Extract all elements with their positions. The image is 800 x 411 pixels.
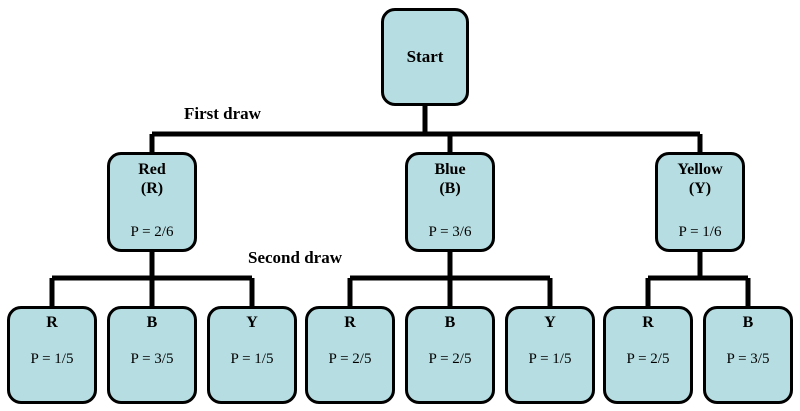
node-second-draw-blue-r-label: R xyxy=(344,314,356,331)
node-second-draw-red-r[interactable]: R P = 1/5 xyxy=(7,306,97,404)
stage-label-first-draw: First draw xyxy=(184,104,261,123)
node-second-draw-yellow-r[interactable]: R P = 2/5 xyxy=(603,306,693,404)
node-second-draw-red-y-label: Y xyxy=(246,314,258,331)
node-second-draw-yellow-b-probability: P = 3/5 xyxy=(726,350,770,367)
node-second-draw-red-b-label: B xyxy=(146,314,158,331)
node-second-draw-blue-r[interactable]: R P = 2/5 xyxy=(305,306,395,404)
stage-label-second-draw: Second draw xyxy=(248,248,342,267)
node-second-draw-blue-y[interactable]: Y P = 1/5 xyxy=(505,306,595,404)
node-second-draw-yellow-r-probability: P = 2/5 xyxy=(626,350,670,367)
node-second-draw-red-b[interactable]: B P = 3/5 xyxy=(107,306,197,404)
node-first-draw-blue-label: Blue (B) xyxy=(434,161,466,197)
node-second-draw-red-y-probability: P = 1/5 xyxy=(230,350,274,367)
node-second-draw-blue-r-probability: P = 2/5 xyxy=(328,350,372,367)
node-second-draw-blue-b-label: B xyxy=(444,314,456,331)
node-first-draw-yellow-label: Yellow (Y) xyxy=(677,161,723,197)
node-second-draw-red-y[interactable]: Y P = 1/5 xyxy=(207,306,297,404)
node-second-draw-blue-b[interactable]: B P = 2/5 xyxy=(405,306,495,404)
node-first-draw-yellow-probability: P = 1/6 xyxy=(678,224,722,240)
node-first-draw-blue-probability: P = 3/6 xyxy=(428,224,472,240)
node-start[interactable]: Start xyxy=(381,8,469,106)
node-start-label: Start xyxy=(406,46,444,66)
node-first-draw-red-probability: P = 2/6 xyxy=(130,224,174,240)
node-second-draw-red-r-label: R xyxy=(46,314,58,331)
node-second-draw-red-b-probability: P = 3/5 xyxy=(130,350,174,367)
node-second-draw-yellow-b[interactable]: B P = 3/5 xyxy=(703,306,793,404)
node-second-draw-blue-y-label: Y xyxy=(544,314,556,331)
node-second-draw-red-r-probability: P = 1/5 xyxy=(30,350,74,367)
node-second-draw-yellow-b-label: B xyxy=(742,314,754,331)
node-first-draw-red[interactable]: Red (R) P = 2/6 xyxy=(107,152,197,252)
node-second-draw-yellow-r-label: R xyxy=(642,314,654,331)
node-first-draw-yellow[interactable]: Yellow (Y) P = 1/6 xyxy=(655,152,745,252)
node-first-draw-red-label: Red (R) xyxy=(138,161,166,197)
node-second-draw-blue-y-probability: P = 1/5 xyxy=(528,350,572,367)
node-second-draw-blue-b-probability: P = 2/5 xyxy=(428,350,472,367)
node-first-draw-blue[interactable]: Blue (B) P = 3/6 xyxy=(405,152,495,252)
